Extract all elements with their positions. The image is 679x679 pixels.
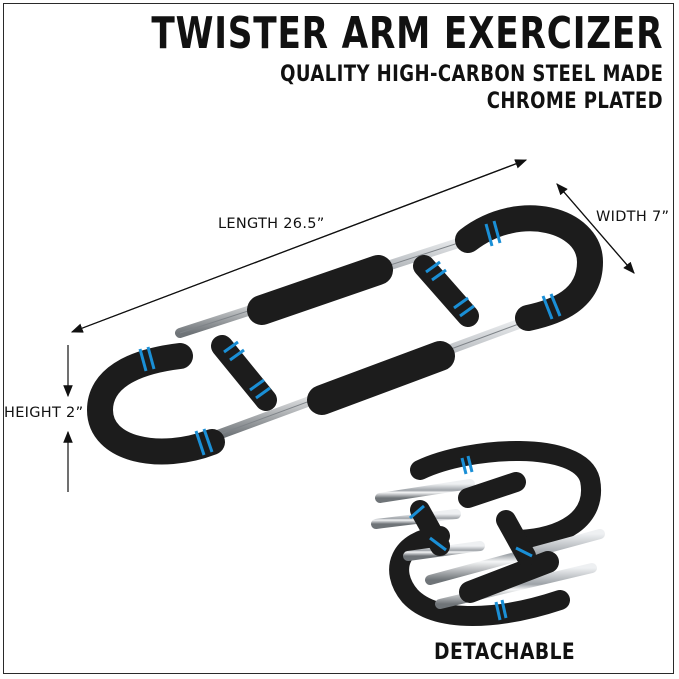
width-label: WIDTH 7”: [596, 209, 670, 225]
detached-long-sleeve-1: [458, 472, 526, 508]
width-dimension-arrow: [556, 183, 635, 274]
upper-foam-sleeve: [247, 255, 393, 325]
left-cross-grip: [211, 335, 277, 411]
right-grip-blue-rings: [484, 220, 562, 320]
lower-foam-sleeve: [307, 341, 455, 415]
front-u-grip: [389, 526, 570, 626]
finish-subtitle: CHROME PLATED: [486, 89, 663, 114]
left-grip-blue-rings: [138, 346, 214, 456]
left-u-grip: [86, 343, 225, 465]
height-label: HEIGHT 2”: [4, 405, 84, 421]
main-exerciser: [86, 205, 604, 465]
left-cross-grip-blue-rings: [223, 340, 271, 400]
right-u-grip: [455, 205, 604, 331]
detachable-parts-illustration: [371, 441, 605, 626]
product-title: TWISTER ARM EXERCIZER: [151, 8, 663, 59]
right-cross-grip: [413, 255, 479, 327]
detached-short-grip-1: [410, 500, 450, 556]
detached-long-sleeve-2: [459, 551, 559, 603]
image-frame: [3, 3, 674, 674]
back-u-grip: [410, 441, 602, 550]
length-label: LENGTH 26.5”: [218, 216, 325, 232]
right-cross-grip-blue-rings: [425, 260, 475, 318]
length-dimension-arrow: [70, 159, 528, 333]
material-subtitle: QUALITY HIGH-CARBON STEEL MADE: [279, 62, 663, 87]
detached-blue-rings: [409, 455, 533, 621]
detachable-caption: DETACHABLE: [434, 640, 576, 665]
